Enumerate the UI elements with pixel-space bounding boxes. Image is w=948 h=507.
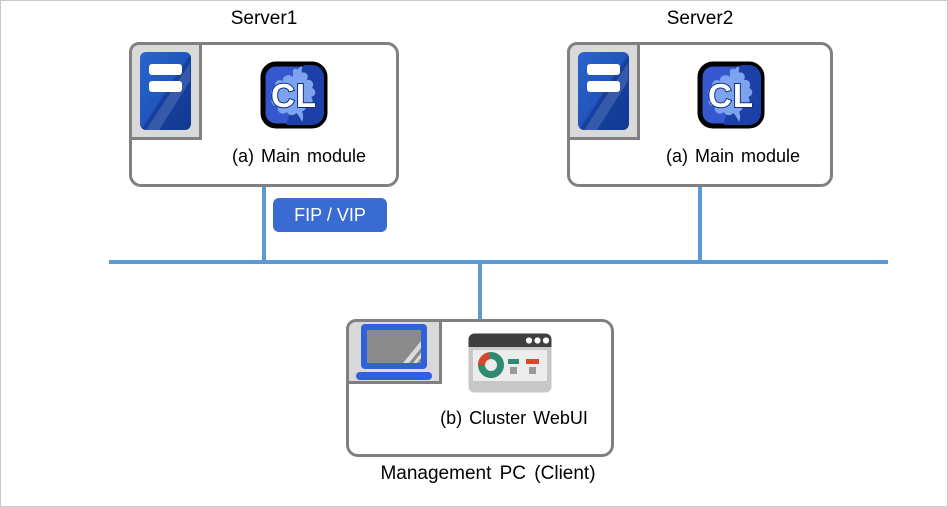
management-pc-network-link	[478, 263, 482, 319]
server2-tile	[567, 42, 640, 140]
cl-app-icon: CL	[697, 61, 765, 129]
server1-main-module-label: (a) Main module	[231, 146, 367, 166]
server-tower-icon	[577, 51, 630, 131]
server2-main-module-label: (a) Main module	[665, 146, 801, 166]
cl-app-icon-text: CL	[708, 77, 754, 114]
browser-dashboard-icon	[468, 333, 552, 393]
server1-network-link	[262, 185, 266, 261]
server1-title: Server1	[230, 8, 298, 29]
laptop-icon	[349, 322, 439, 381]
cl-app-icon: CL	[260, 61, 328, 129]
network-horizontal-line	[109, 260, 888, 264]
management-pc-tile	[346, 319, 442, 384]
server2-title: Server2	[666, 8, 734, 29]
management-pc-caption: Management PC (Client)	[380, 463, 596, 484]
fip-vip-badge: FIP / VIP	[273, 198, 387, 232]
cl-app-icon-text: CL	[271, 77, 317, 114]
server-tower-icon	[139, 51, 192, 131]
server1-tile	[129, 42, 202, 140]
cluster-webui-label: (b) Cluster WebUI	[440, 408, 588, 428]
server2-network-link	[698, 185, 702, 261]
